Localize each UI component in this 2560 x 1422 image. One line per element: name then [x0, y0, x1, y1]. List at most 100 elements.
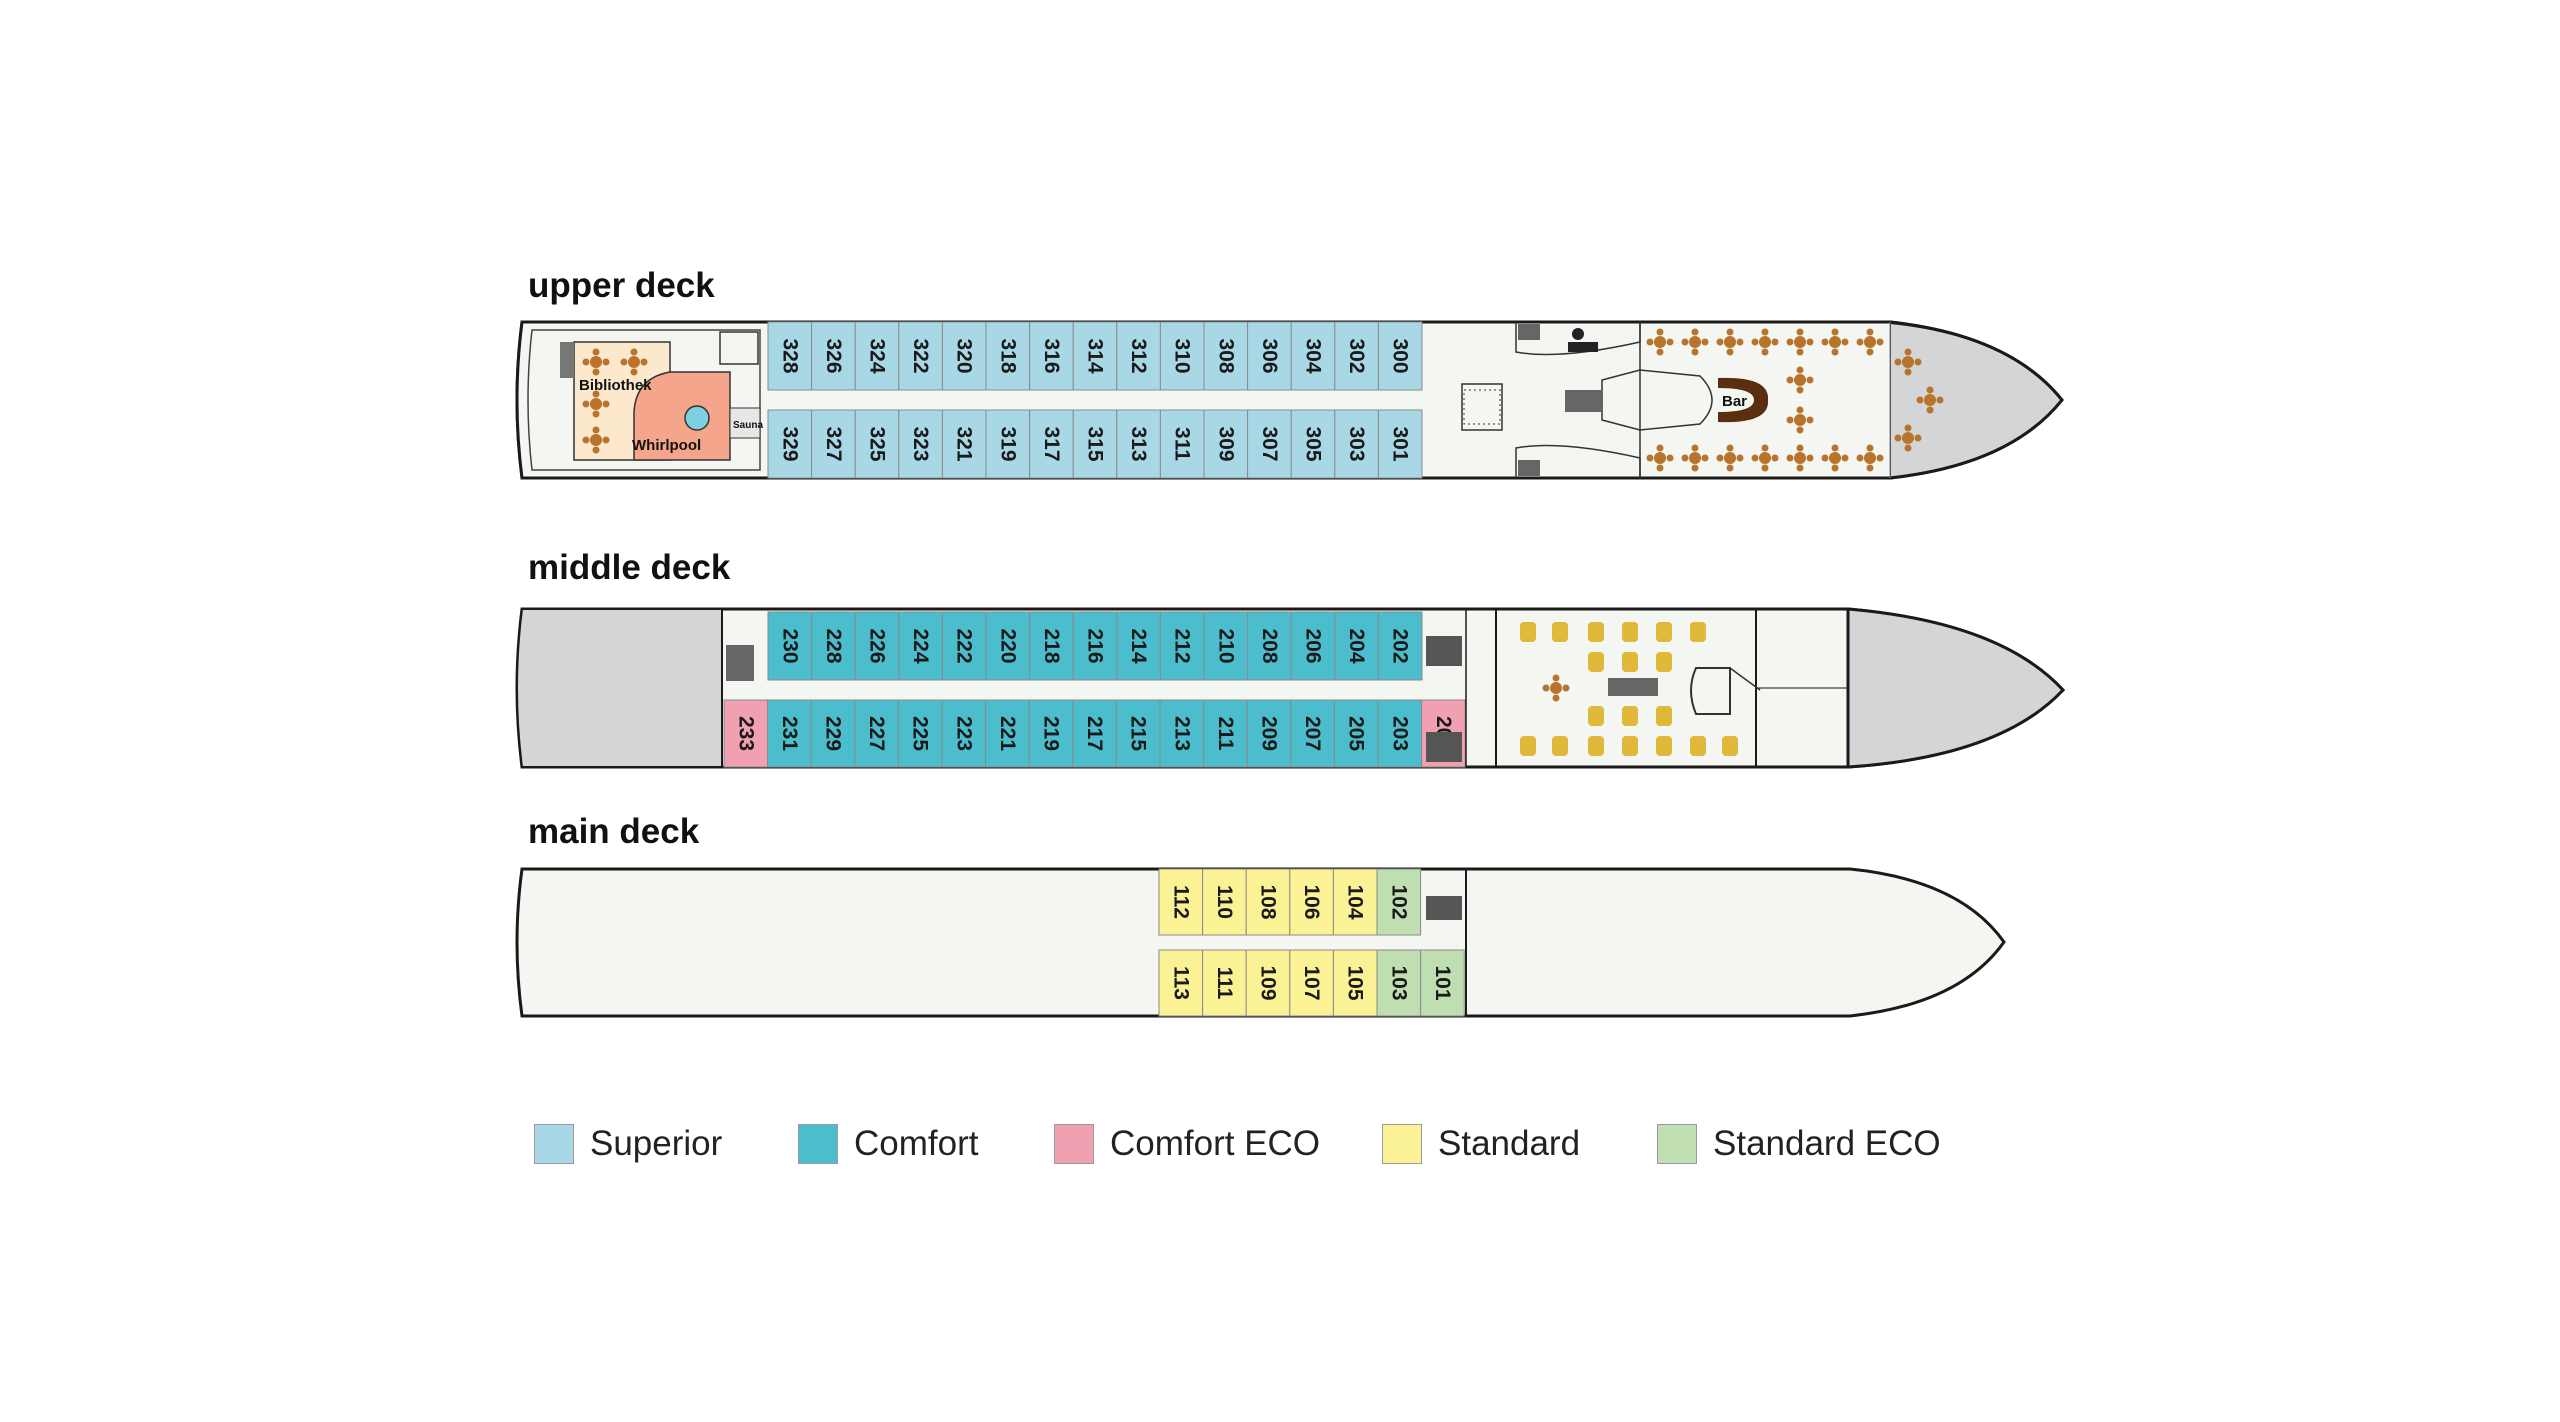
cabin[interactable]: 327 [811, 409, 856, 479]
cabin[interactable]: 321 [941, 409, 987, 479]
cabin[interactable]: 304 [1290, 321, 1336, 391]
cabin[interactable]: 223 [941, 699, 987, 768]
cabin[interactable]: 329 [767, 409, 813, 479]
cabin[interactable]: 300 [1377, 321, 1423, 391]
cabin-number: 112 [1169, 885, 1192, 919]
cabin[interactable]: 209 [1246, 699, 1292, 768]
cabin[interactable]: 315 [1072, 409, 1118, 479]
cabin[interactable]: 219 [1028, 699, 1074, 768]
cabin[interactable]: 203 [1377, 699, 1423, 768]
cabin[interactable]: 322 [898, 321, 943, 391]
cabin[interactable]: 210 [1203, 611, 1249, 681]
cabin-box [1116, 611, 1161, 681]
cabin-number: 314 [1084, 338, 1107, 373]
cabin[interactable]: 227 [854, 699, 899, 768]
cabin[interactable]: 224 [898, 611, 943, 681]
cabin[interactable]: 231 [767, 699, 812, 768]
cabin[interactable]: 101 [1420, 949, 1465, 1017]
cabin[interactable]: 214 [1116, 611, 1161, 681]
cabin[interactable]: 320 [941, 321, 987, 391]
cabin-number: 220 [996, 628, 1019, 663]
cabin[interactable]: 230 [767, 611, 813, 681]
cabin-box [941, 699, 987, 768]
cabin[interactable]: 226 [854, 611, 900, 681]
cabin-number: 302 [1345, 338, 1368, 373]
cabin[interactable]: 323 [898, 409, 943, 479]
cabin[interactable]: 303 [1334, 409, 1379, 479]
cabin[interactable]: 103 [1376, 949, 1422, 1017]
cabin[interactable]: 218 [1029, 611, 1074, 681]
chair-icon [1588, 706, 1604, 726]
cabin[interactable]: 301 [1377, 409, 1423, 479]
cabin[interactable]: 105 [1332, 949, 1378, 1017]
sauna-label: Sauna [733, 420, 763, 431]
cabin[interactable]: 204 [1334, 611, 1379, 681]
cabin[interactable]: 110 [1202, 868, 1247, 936]
cabin-box [1029, 321, 1074, 391]
cabin[interactable]: 212 [1159, 611, 1205, 681]
cabin-number: 209 [1258, 716, 1281, 751]
cabin[interactable]: 202 [1377, 611, 1423, 681]
cabin[interactable]: 313 [1116, 409, 1161, 479]
cabin[interactable]: 305 [1290, 409, 1336, 479]
cabin[interactable]: 211 [1203, 699, 1248, 768]
cabin[interactable]: 308 [1203, 321, 1249, 391]
cabin-box [1377, 611, 1423, 681]
cabin[interactable]: 306 [1247, 321, 1292, 391]
cabin[interactable]: 307 [1247, 409, 1292, 479]
dining-table-icon [1716, 444, 1744, 472]
legend-standard-eco: Standard ECO [1657, 1122, 1941, 1166]
dining-table-icon [1681, 328, 1709, 356]
cabin[interactable]: 228 [811, 611, 856, 681]
cabin[interactable]: 217 [1072, 699, 1117, 768]
dining-table-icon [1856, 444, 1884, 472]
cabin[interactable]: 102 [1376, 868, 1422, 936]
cabin[interactable]: 213 [1159, 699, 1205, 768]
cabin[interactable]: 206 [1290, 611, 1336, 681]
chair-icon [1552, 622, 1568, 642]
cabin-box [898, 611, 943, 681]
cabin[interactable]: 208 [1247, 611, 1292, 681]
cabin[interactable]: 104 [1332, 868, 1378, 936]
middle-stairs-center [1608, 678, 1658, 696]
cabin[interactable]: 324 [854, 321, 900, 391]
cabin[interactable]: 106 [1289, 868, 1334, 936]
cabin[interactable]: 111 [1202, 949, 1247, 1017]
cabin-box [1245, 949, 1291, 1017]
cabin[interactable]: 109 [1245, 949, 1291, 1017]
cabin[interactable]: 229 [810, 699, 856, 768]
cabin[interactable]: 220 [985, 611, 1031, 681]
cabin[interactable]: 318 [985, 321, 1031, 391]
cabin[interactable]: 309 [1203, 409, 1249, 479]
cabin[interactable]: 108 [1245, 868, 1291, 936]
middle-stairs-icon [726, 645, 754, 681]
cabin[interactable]: 221 [985, 699, 1030, 768]
cabin[interactable]: 112 [1158, 868, 1204, 936]
cabin[interactable]: 311 [1159, 409, 1205, 479]
cabin[interactable]: 312 [1116, 321, 1161, 391]
cabin[interactable]: 302 [1334, 321, 1379, 391]
cabin-number: 304 [1302, 338, 1325, 373]
cabin[interactable]: 215 [1115, 699, 1161, 768]
cabin[interactable]: 314 [1072, 321, 1118, 391]
cabin[interactable]: 222 [941, 611, 987, 681]
cabin[interactable]: 316 [1029, 321, 1074, 391]
cabin[interactable]: 205 [1333, 699, 1379, 768]
cabin-number: 211 [1214, 717, 1237, 751]
cabin-number: 227 [865, 716, 888, 751]
cabin[interactable]: 207 [1290, 699, 1335, 768]
cabin[interactable]: 216 [1072, 611, 1118, 681]
cabin[interactable]: 319 [985, 409, 1031, 479]
cabin[interactable]: 113 [1158, 949, 1204, 1017]
cabin[interactable]: 317 [1029, 409, 1074, 479]
cabin[interactable]: 326 [811, 321, 856, 391]
cabin[interactable]: 328 [767, 321, 813, 391]
cabin[interactable]: 310 [1159, 321, 1205, 391]
cabin[interactable]: 107 [1289, 949, 1334, 1017]
cabin[interactable]: 225 [897, 699, 943, 768]
cabin[interactable]: 233 [723, 699, 769, 768]
cabin[interactable]: 325 [854, 409, 900, 479]
cabin-number: 326 [822, 338, 845, 373]
